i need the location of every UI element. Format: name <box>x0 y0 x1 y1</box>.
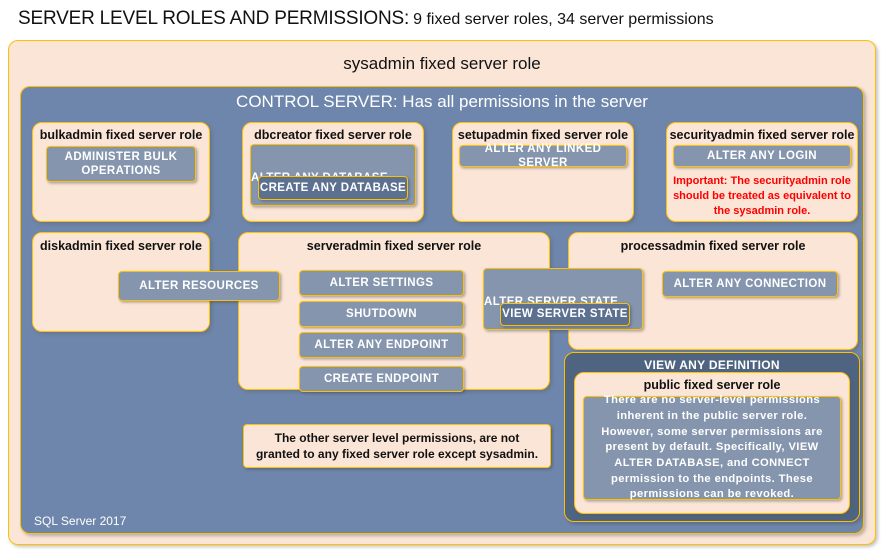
permission-alter-any-endpoint[interactable]: ALTER ANY ENDPOINT <box>299 332 464 358</box>
permission-alter-any-linked-server[interactable]: ALTER ANY LINKED SERVER <box>459 143 627 169</box>
role-label-bulkadmin: bulkadmin fixed server role <box>39 128 203 142</box>
role-label-public: public fixed server role <box>643 378 781 392</box>
control-server-label: CONTROL SERVER: Has all permissions in t… <box>236 92 648 111</box>
permission-alter-settings[interactable]: ALTER SETTINGS <box>299 270 464 296</box>
other-permissions-note: The other server level permissions, are … <box>243 424 551 468</box>
permission-administer-bulk-operations[interactable]: ADMINISTER BULK OPERATIONS <box>46 146 196 182</box>
role-box-setupadmin <box>452 122 634 222</box>
permission-alter-any-login[interactable]: ALTER ANY LOGIN <box>673 145 851 167</box>
footer-sql-server-version: SQL Server 2017 <box>34 514 127 528</box>
public-description-box: There are no server-level permissions in… <box>583 394 841 500</box>
role-label-processadmin: processadmin fixed server role <box>620 239 806 253</box>
role-label-diskadmin: diskadmin fixed server role <box>40 239 202 253</box>
permission-shutdown[interactable]: SHUTDOWN <box>299 301 464 327</box>
page-title-sub: 9 fixed server roles, 34 server permissi… <box>413 11 714 28</box>
permission-create-any-database[interactable]: CREATE ANY DATABASE <box>258 176 408 200</box>
page-title-main: SERVER LEVEL ROLES AND PERMISSIONS: <box>18 8 410 29</box>
role-label-serveradmin: serveradmin fixed server role <box>306 239 482 253</box>
permission-alter-any-connection[interactable]: ALTER ANY CONNECTION <box>662 271 838 297</box>
securityadmin-warning: Important: The securityadmin role should… <box>673 175 851 217</box>
page-title: SERVER LEVEL ROLES AND PERMISSIONS:9 fix… <box>18 8 878 34</box>
role-label-dbcreator: dbcreator fixed server role <box>254 128 412 142</box>
role-label-securityadmin: securityadmin fixed server role <box>669 128 855 142</box>
permission-view-server-state[interactable]: VIEW SERVER STATE <box>500 303 630 326</box>
role-label-setupadmin: setupadmin fixed server role <box>457 128 629 142</box>
role-box-securityadmin <box>666 122 858 222</box>
permission-alter-resources[interactable]: ALTER RESOURCES <box>118 271 280 301</box>
permission-create-endpoint[interactable]: CREATE ENDPOINT <box>299 366 464 392</box>
sysadmin-label: sysadmin fixed server role <box>343 54 541 73</box>
permission-view-any-definition: VIEW ANY DEFINITION <box>644 358 780 372</box>
public-description-text: There are no server-level permissions in… <box>601 394 823 501</box>
